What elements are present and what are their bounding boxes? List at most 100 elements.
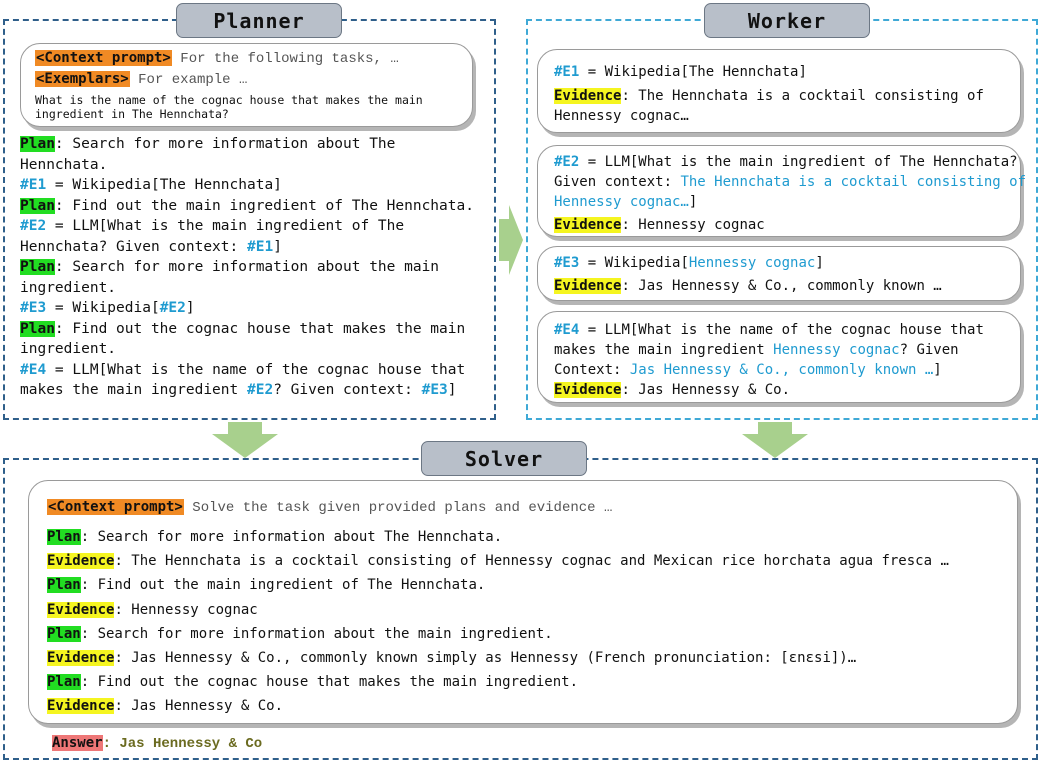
evidence-ref: #E3: [20, 300, 47, 316]
plan-tag: Plan: [20, 259, 55, 275]
evidence-text: : Jas Hennessy & Co.: [114, 698, 284, 715]
plan-text: ingredient.: [20, 341, 117, 357]
tool-call: makes the main ingredient: [554, 342, 774, 358]
plan-tag: Plan: [47, 625, 81, 642]
tool-call: Given context:: [554, 174, 681, 190]
evidence-text: : Jas Hennessy & Co., commonly known …: [621, 278, 942, 294]
context-text: Hennessy cognac: [773, 342, 900, 358]
question-line: ingredient in The Hennchata?: [35, 107, 229, 121]
evidence-text: : Hennessy cognac: [621, 217, 765, 233]
plan-text: : Search for more information about The: [54, 136, 396, 152]
solver-plan-row: Plan: Find out the main ingredient of Th…: [47, 573, 949, 597]
bracket: ]: [933, 362, 942, 378]
arrow-down-icon: [742, 422, 808, 458]
tool-call: makes the main ingredient: [20, 382, 247, 398]
evidence-ref: #E4: [554, 322, 580, 338]
evidence-text: : Jas Hennessy & Co., commonly known sim…: [114, 650, 857, 667]
context-prompt-tag: <Context prompt>: [35, 50, 172, 66]
evidence-ref: #E2: [246, 382, 274, 398]
plan-text: : Search for more information about the …: [80, 625, 553, 642]
context-prompt-tag: <Context prompt>: [47, 499, 184, 515]
tool-call: = LLM[What is the main ingredient of The…: [579, 154, 1018, 170]
solver-plan-row: Plan: Find out the cognac house that mak…: [47, 670, 949, 694]
solver-title: Solver: [421, 441, 587, 476]
plan-text: : Find out the cognac house that makes t…: [54, 320, 466, 337]
evidence-ref: #E2: [554, 154, 580, 170]
solver-evidence-row: Evidence: Jas Hennessy & Co., commonly k…: [47, 646, 949, 670]
plan-tag: Plan: [47, 674, 81, 691]
evidence-text: : The Hennchata is a cocktail consisting…: [114, 553, 949, 570]
evidence-ref: #E1: [20, 177, 47, 193]
plan-text: : Find out the main ingredient of The He…: [54, 197, 474, 214]
context-text: Hennessy cognac…: [554, 194, 689, 210]
evidence-ref: #E2: [20, 218, 47, 234]
arrow-right-icon: [499, 205, 523, 275]
evidence-text: : The Hennchata is a cocktail consisting…: [621, 88, 984, 104]
bracket: ]: [688, 194, 698, 210]
evidence-text: Hennessy cognac…: [554, 108, 689, 124]
context-text: The Hennchata is a cocktail consisting o…: [680, 174, 1027, 190]
plan-tag: Plan: [20, 320, 55, 337]
tool-call: = Wikipedia[The Hennchata]: [579, 64, 807, 80]
tool-call: = Wikipedia[The Hennchata]: [46, 177, 282, 193]
planner-title: Planner: [176, 3, 342, 38]
tool-call: Context:: [554, 362, 630, 378]
evidence-tag: Evidence: [554, 88, 622, 104]
tool-call: = Wikipedia[: [46, 300, 160, 316]
tool-call: = LLM[What is the name of the cognac hou…: [46, 361, 466, 378]
solver-rows: Plan: Search for more information about …: [47, 525, 949, 719]
evidence-tag: Evidence: [554, 217, 622, 233]
worker-card-e2: #E2 = LLM[What is the main ingredient of…: [537, 145, 1026, 237]
tool-call: = LLM[What is the name of the cognac hou…: [579, 322, 984, 338]
context-text: Hennessy cognac: [688, 255, 816, 271]
evidence-tag: Evidence: [47, 553, 115, 570]
context-text: Jas Hennessy & Co., commonly known …: [629, 362, 934, 378]
solver-evidence-row: Evidence: Hennessy cognac: [47, 598, 949, 622]
solver-evidence-row: Evidence: Jas Hennessy & Co.: [47, 694, 949, 718]
bracket: ]: [185, 300, 195, 316]
planner-plan-list: Plan: Search for more information about …: [20, 134, 474, 401]
worker-title: Worker: [704, 3, 870, 38]
plan-text: Hennchata.: [20, 156, 108, 173]
plan-text: : Find out the main ingredient of The He…: [80, 577, 486, 594]
evidence-ref: #E1: [246, 238, 274, 255]
evidence-ref: #E4: [20, 361, 47, 378]
evidence-tag: Evidence: [554, 382, 622, 398]
plan-text: : Search for more information about the …: [54, 259, 440, 275]
answer-text: : Jas Hennessy & Co: [102, 736, 263, 752]
plan-tag: Plan: [20, 197, 55, 214]
context-prompt-text: Solve the task given provided plans and …: [192, 500, 613, 516]
plan-tag: Plan: [20, 136, 55, 152]
planner-prompt-card: <Context prompt> For the following tasks…: [20, 43, 473, 127]
worker-card-e1: #E1 = Wikipedia[The Hennchata] Evidence:…: [537, 49, 1021, 133]
exemplars-tag: <Exemplars>: [35, 71, 130, 87]
arrow-down-icon: [212, 422, 278, 458]
evidence-tag: Evidence: [47, 698, 115, 715]
evidence-ref: #E2: [159, 300, 186, 316]
plan-text: ingredient.: [20, 279, 117, 296]
exemplars-text: For example …: [138, 72, 248, 88]
solver-plan-row: Plan: Search for more information about …: [47, 525, 949, 549]
solver-plan-row: Plan: Search for more information about …: [47, 622, 949, 646]
plan-text: : Find out the cognac house that makes t…: [80, 674, 579, 691]
evidence-ref: #E3: [421, 382, 448, 398]
bracket: ]: [273, 238, 282, 255]
evidence-tag: Evidence: [47, 650, 115, 667]
evidence-ref: #E1: [554, 64, 580, 80]
tool-call: = Wikipedia[: [579, 255, 689, 271]
evidence-text: : Hennessy cognac: [114, 601, 258, 618]
evidence-text: : Jas Hennessy & Co.: [621, 382, 791, 398]
solver-card: <Context prompt> Solve the task given pr…: [28, 480, 1018, 724]
tool-call: Hennchata? Given context:: [20, 238, 247, 255]
plan-text: : Search for more information about The …: [80, 529, 503, 545]
bracket: ]: [447, 382, 457, 398]
context-prompt-text: For the following tasks, …: [180, 51, 399, 67]
evidence-ref: #E3: [554, 255, 580, 271]
solver-evidence-row: Evidence: The Hennchata is a cocktail co…: [47, 549, 949, 573]
tool-call: = LLM[What is the main ingredient of The: [46, 218, 405, 234]
evidence-tag: Evidence: [554, 278, 622, 294]
tool-call: ? Given context:: [273, 382, 422, 398]
plan-tag: Plan: [47, 529, 81, 545]
plan-tag: Plan: [47, 577, 81, 594]
worker-card-e4: #E4 = LLM[What is the name of the cognac…: [537, 311, 1021, 403]
